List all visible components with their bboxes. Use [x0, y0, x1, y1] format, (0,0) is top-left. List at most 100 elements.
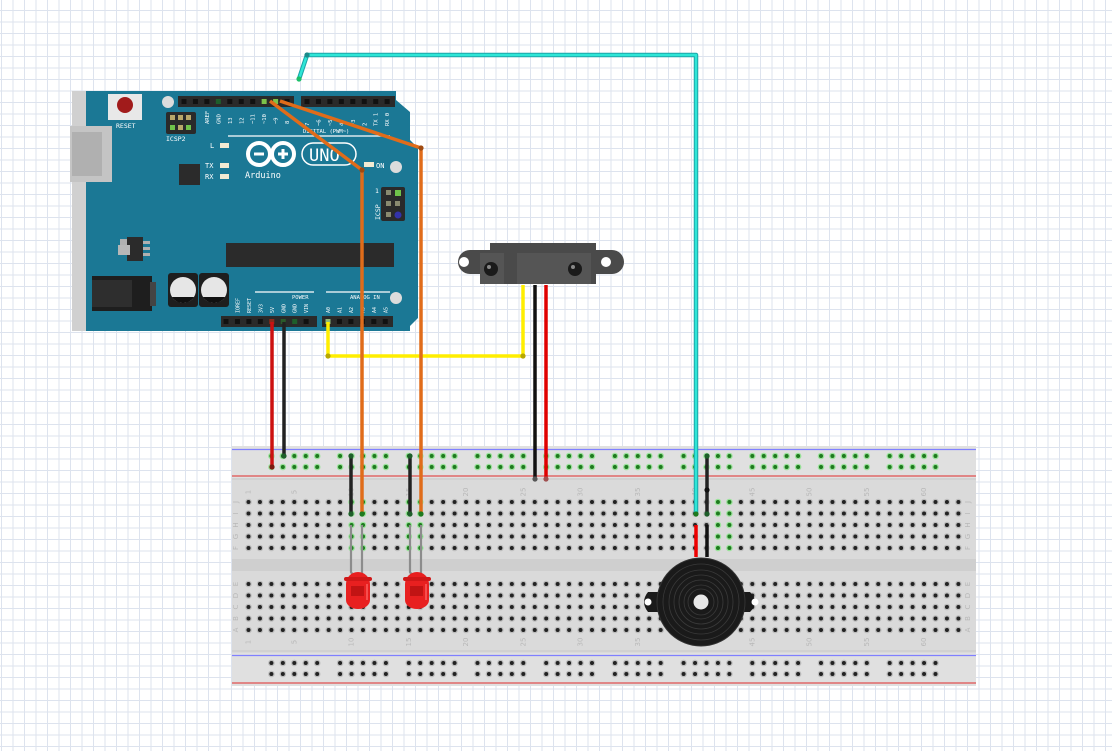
header-pin[interactable] [257, 319, 263, 324]
wire-endpoint[interactable] [348, 511, 354, 517]
header-pin[interactable] [382, 319, 388, 324]
wire-endpoint[interactable] [520, 353, 526, 359]
header-pin[interactable] [269, 319, 275, 324]
header-pin[interactable] [292, 319, 298, 324]
wire-endpoint[interactable] [325, 353, 331, 359]
wire-endpoint[interactable] [304, 52, 310, 58]
hole-center [853, 593, 858, 598]
wire-endpoint[interactable] [359, 511, 365, 517]
header-pin[interactable] [234, 319, 240, 324]
header-pin[interactable] [361, 99, 367, 104]
pin-label: 5V [270, 307, 276, 313]
wire-endpoint[interactable] [296, 76, 302, 82]
hole-center [292, 672, 297, 676]
hole-center [315, 523, 320, 527]
hole-center [555, 546, 560, 550]
wire-endpoint[interactable] [407, 453, 413, 459]
wire-endpoint[interactable] [418, 145, 424, 151]
hole-center [441, 582, 446, 586]
wire-endpoint[interactable] [281, 453, 287, 459]
hole-center [933, 534, 938, 539]
piezo-buzzer[interactable] [644, 525, 759, 647]
hole-center [452, 523, 457, 527]
reset-button-cap[interactable] [117, 97, 133, 113]
hole-center [830, 500, 835, 504]
hole-center [624, 605, 629, 609]
wire-endpoint[interactable] [348, 453, 354, 459]
wire-buzzer-signal[interactable] [297, 53, 698, 514]
hole-center [876, 546, 881, 550]
header-pin[interactable] [303, 319, 309, 324]
header-pin[interactable] [338, 99, 344, 104]
buzzer-ring [678, 579, 724, 625]
hole-center [383, 616, 388, 621]
hole-center [910, 534, 915, 539]
hole-center [498, 511, 503, 516]
header-pin[interactable] [273, 99, 279, 104]
wire-endpoint[interactable] [532, 476, 538, 482]
hole-center [715, 546, 720, 550]
header-pin[interactable] [373, 99, 379, 104]
header-pin[interactable] [371, 319, 377, 324]
header-pin[interactable] [325, 319, 331, 324]
hole-center [864, 672, 869, 676]
wire-endpoint[interactable] [407, 511, 413, 517]
hole-center [429, 465, 434, 469]
wire-endpoint[interactable] [269, 464, 275, 470]
column-label: 45 [748, 638, 756, 647]
hole-center [807, 511, 812, 516]
pin-label: 3V3 [258, 304, 264, 313]
header-pin[interactable] [215, 99, 221, 104]
header-pin[interactable] [280, 319, 286, 324]
wire-endpoint[interactable] [543, 476, 549, 482]
header-pin[interactable] [348, 319, 354, 324]
hole-center [830, 546, 835, 550]
ir-distance-sensor[interactable] [458, 243, 624, 284]
hole-center [544, 616, 549, 621]
hole-center [807, 616, 812, 621]
wire-endpoint[interactable] [359, 167, 365, 173]
hole-center [567, 593, 572, 598]
header-pin[interactable] [304, 99, 310, 104]
header-pin[interactable] [192, 99, 198, 104]
header-pin[interactable] [204, 99, 210, 104]
hole-center [807, 534, 812, 539]
header-pin[interactable] [223, 319, 229, 324]
header-pin[interactable] [261, 99, 267, 104]
column-label: 1 [245, 490, 253, 494]
hole-center [269, 593, 274, 598]
header-pin[interactable] [246, 319, 252, 324]
header-pin[interactable] [250, 99, 256, 104]
header-pin[interactable] [350, 99, 356, 104]
header-pin[interactable] [384, 99, 390, 104]
hole-center [567, 605, 572, 609]
header-pin[interactable] [181, 99, 187, 104]
hole-center [486, 628, 491, 632]
header-pin[interactable] [284, 99, 290, 104]
header-pin[interactable] [227, 99, 233, 104]
header-pin[interactable] [336, 319, 342, 324]
wire-endpoint[interactable] [418, 511, 424, 517]
hole-center [819, 523, 823, 527]
header-pin[interactable] [238, 99, 244, 104]
hole-center [452, 628, 457, 632]
hole-center [624, 534, 629, 539]
hole-center [922, 628, 927, 632]
hole-center [841, 523, 846, 527]
hole-center [475, 593, 480, 598]
hole-center [864, 500, 869, 504]
column-label: 20 [462, 638, 470, 647]
header-pin[interactable] [327, 99, 333, 104]
hole-center [612, 605, 617, 609]
wire-endpoint[interactable] [704, 511, 710, 517]
hole-center [784, 523, 789, 527]
led-2[interactable] [403, 525, 431, 609]
wire-endpoint[interactable] [704, 453, 710, 459]
wire-endpoint[interactable] [704, 487, 710, 493]
hole-center [315, 546, 320, 550]
led-1[interactable] [344, 525, 372, 609]
header-pin[interactable] [315, 99, 321, 104]
hole-center [841, 605, 846, 609]
wire-endpoint[interactable] [693, 511, 699, 517]
